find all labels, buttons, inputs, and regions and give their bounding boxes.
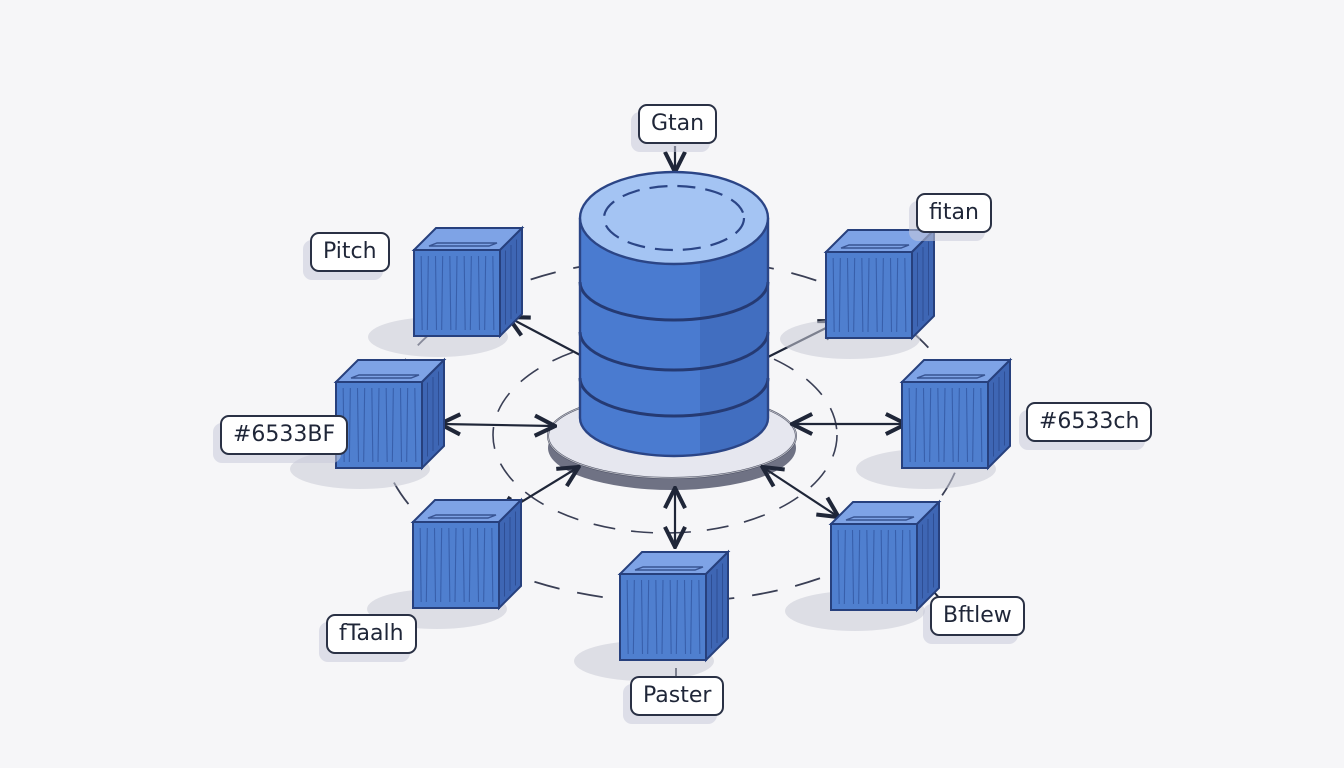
connector-arrow-pitch <box>510 318 583 357</box>
node-label-bftlew: Bftlew <box>930 596 1025 637</box>
node-label-6533ch: #6533ch <box>1026 402 1153 443</box>
cube-nodes <box>290 225 1013 681</box>
node-label-gtan: Gtan <box>638 104 718 145</box>
cube-node-6533bf <box>290 357 447 489</box>
node-label-pitch: Pitch <box>310 232 390 273</box>
cube-node-pitch <box>368 225 525 357</box>
node-label-paster: Paster <box>630 676 725 717</box>
database-icon <box>578 170 770 458</box>
node-label-ftaalh: fTaalh <box>326 614 417 655</box>
cube-node-bftlew <box>785 499 942 631</box>
cube-node-6533ch <box>856 357 1013 489</box>
node-label-fitan: fitan <box>916 193 992 234</box>
connector-arrow-6533bf <box>442 424 553 426</box>
cube-node-fitan <box>780 227 937 359</box>
cube-node-ftaalh <box>367 497 524 629</box>
cube-node-paster <box>574 549 731 681</box>
connector-arrow-bftlew <box>764 468 837 516</box>
node-label-6533bf: #6533BF <box>220 415 349 456</box>
